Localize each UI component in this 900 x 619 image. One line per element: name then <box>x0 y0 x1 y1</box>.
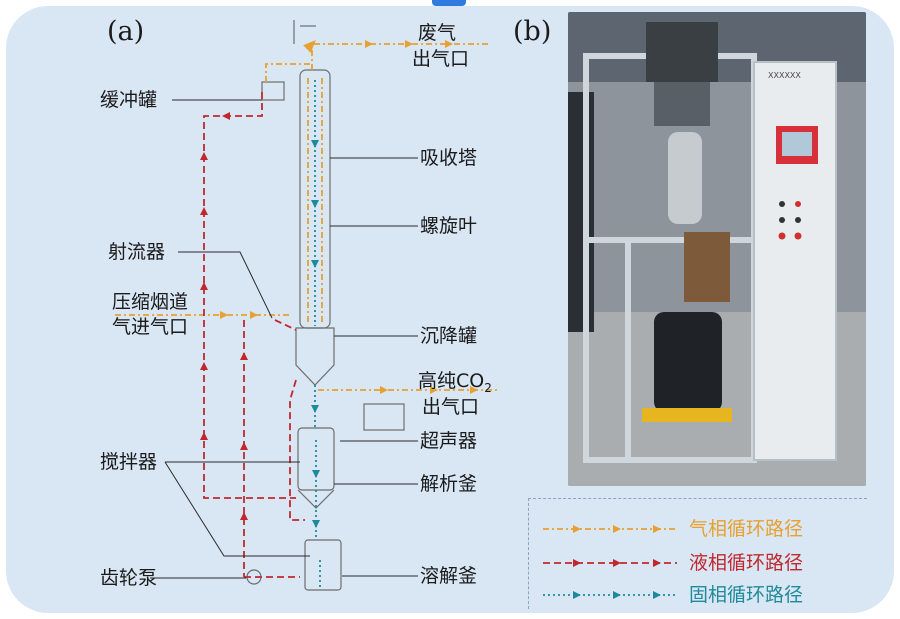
panel-label-b: (b) <box>513 16 552 47</box>
label-waste-gas-2: 出气口 <box>412 48 470 70</box>
equipment-outlines <box>246 20 405 591</box>
label-co2-outlet-2: 出气口 <box>422 396 480 418</box>
dissolution-kettle-shape <box>304 539 342 591</box>
leader-lines <box>150 99 418 579</box>
label-ultrasonic: 超声器 <box>420 430 478 452</box>
legend-liquid-label: 液相循环路径 <box>689 552 804 574</box>
liquid-phase-arrows <box>200 112 248 520</box>
label-ejector: 射流器 <box>108 241 166 263</box>
legend-gas-label: 气相循环路径 <box>689 518 804 540</box>
gas-phase-path <box>115 40 500 391</box>
label-absorption-tower: 吸收塔 <box>420 147 478 169</box>
top-indicator <box>432 0 466 6</box>
label-stirrer: 搅拌器 <box>100 451 158 473</box>
cabinet-brand-text: XXXXXX <box>768 71 801 80</box>
absorption-tower-shape <box>299 69 331 329</box>
label-dissolution-kettle: 溶解釜 <box>420 565 478 587</box>
settling-tank-shape <box>295 327 335 386</box>
legend: 气相循环路径 液相循环路径 固相循环路径 <box>528 498 867 609</box>
ultrasonic-box <box>363 403 405 431</box>
label-waste-gas-1: 废气 <box>418 22 457 44</box>
desorption-cone <box>297 489 335 509</box>
equipment-photo-illustration: XXXXXX <box>568 12 866 486</box>
legend-lines <box>543 525 677 599</box>
label-desorption-kettle: 解析釜 <box>420 473 478 495</box>
panel-label-a: (a) <box>107 16 145 47</box>
label-spiral-blade: 螺旋叶 <box>420 215 478 237</box>
equipment-photo: XXXXXX <box>568 12 866 486</box>
label-flue-gas-1: 压缩烟道 <box>112 291 189 313</box>
buffer-tank-shape <box>261 81 285 101</box>
label-settling-tank: 沉降罐 <box>420 325 478 347</box>
label-co2-outlet-1: 高纯CO2 <box>418 370 492 395</box>
solid-phase-arrows <box>311 140 320 528</box>
legend-solid-label: 固相循环路径 <box>689 584 804 606</box>
label-buffer-tank: 缓冲罐 <box>100 89 158 111</box>
solid-phase-path <box>314 80 321 590</box>
liquid-phase-path <box>203 92 305 578</box>
label-flue-gas-2: 气进气口 <box>112 316 189 338</box>
label-gear-pump: 齿轮泵 <box>100 567 158 589</box>
gas-phase-arrows <box>220 40 478 394</box>
